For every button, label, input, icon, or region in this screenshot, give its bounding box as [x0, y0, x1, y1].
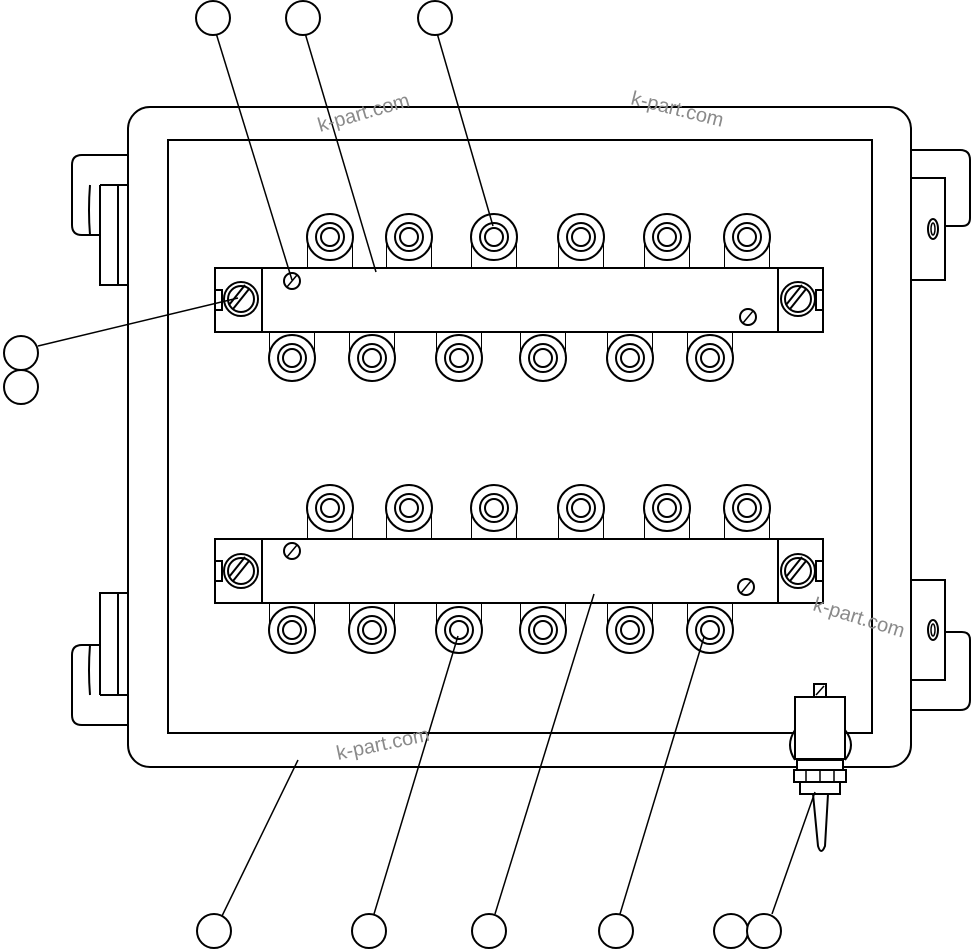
- terminal-upper-top-6: [723, 213, 771, 267]
- end-screw-left-lower: [223, 553, 259, 589]
- callout-circle-10: [713, 913, 749, 949]
- watermark-4: k-part.com: [334, 724, 431, 765]
- watermark-2: k-part.com: [629, 88, 726, 132]
- terminal-lower-bottom-2: [348, 600, 396, 654]
- toggle-switch: [789, 683, 852, 852]
- right-bottom-bracket: [910, 579, 971, 711]
- right-top-bracket: [910, 149, 971, 281]
- terminal-lower-top-1: [306, 484, 354, 538]
- small-screw-lower-2: [737, 578, 755, 596]
- terminal-lower-top-5: [643, 484, 691, 538]
- terminal-lower-bottom-5: [606, 600, 654, 654]
- callout-circle-5: [3, 369, 39, 405]
- end-screw-right-upper: [780, 281, 816, 317]
- terminal-upper-top-5: [643, 213, 691, 267]
- callout-circle-3: [417, 0, 453, 36]
- terminal-strip-lower: [214, 484, 824, 654]
- callout-circles: [3, 0, 782, 949]
- terminal-upper-top-1: [306, 213, 354, 267]
- terminal-upper-top-4: [557, 213, 605, 267]
- terminal-upper-bottom-2: [348, 328, 396, 382]
- terminal-lower-bottom-6: [686, 600, 734, 654]
- end-screw-right-lower: [780, 553, 816, 589]
- callout-circle-8: [471, 913, 507, 949]
- terminal-upper-bottom-3: [435, 328, 483, 382]
- end-screw-left-upper: [223, 281, 259, 317]
- terminal-upper-bottom-1: [268, 328, 316, 382]
- watermark-1: k-part.com: [315, 90, 412, 137]
- callout-circle-1: [195, 0, 231, 36]
- terminal-lower-top-2: [385, 484, 433, 538]
- small-screw-upper-2: [739, 308, 757, 326]
- small-screw-lower-1: [283, 542, 301, 560]
- terminal-upper-top-3: [470, 213, 518, 267]
- small-screw-upper-1: [283, 272, 301, 290]
- callout-circle-7: [351, 913, 387, 949]
- terminal-upper-top-2: [385, 213, 433, 267]
- left-top-bracket: [71, 154, 128, 286]
- enclosure: [127, 106, 912, 768]
- callout-circle-4: [3, 335, 39, 371]
- callout-circle-6: [196, 913, 232, 949]
- terminal-strip-upper: [214, 213, 824, 382]
- terminal-lower-top-6: [723, 484, 771, 538]
- leader-lines: [37, 32, 816, 917]
- terminal-lower-top-4: [557, 484, 605, 538]
- left-bottom-bracket: [71, 592, 128, 726]
- watermark-3: k-part.com: [811, 594, 908, 643]
- callout-circle-2: [285, 0, 321, 36]
- terminal-lower-top-3: [470, 484, 518, 538]
- terminal-lower-bottom-1: [268, 600, 316, 654]
- callout-circle-11: [746, 913, 782, 949]
- terminal-lower-bottom-4: [519, 600, 567, 654]
- terminal-upper-bottom-4: [519, 328, 567, 382]
- callout-circle-9: [598, 913, 634, 949]
- terminal-lower-bottom-3: [435, 600, 483, 654]
- terminal-upper-bottom-5: [606, 328, 654, 382]
- terminal-upper-bottom-6: [686, 328, 734, 382]
